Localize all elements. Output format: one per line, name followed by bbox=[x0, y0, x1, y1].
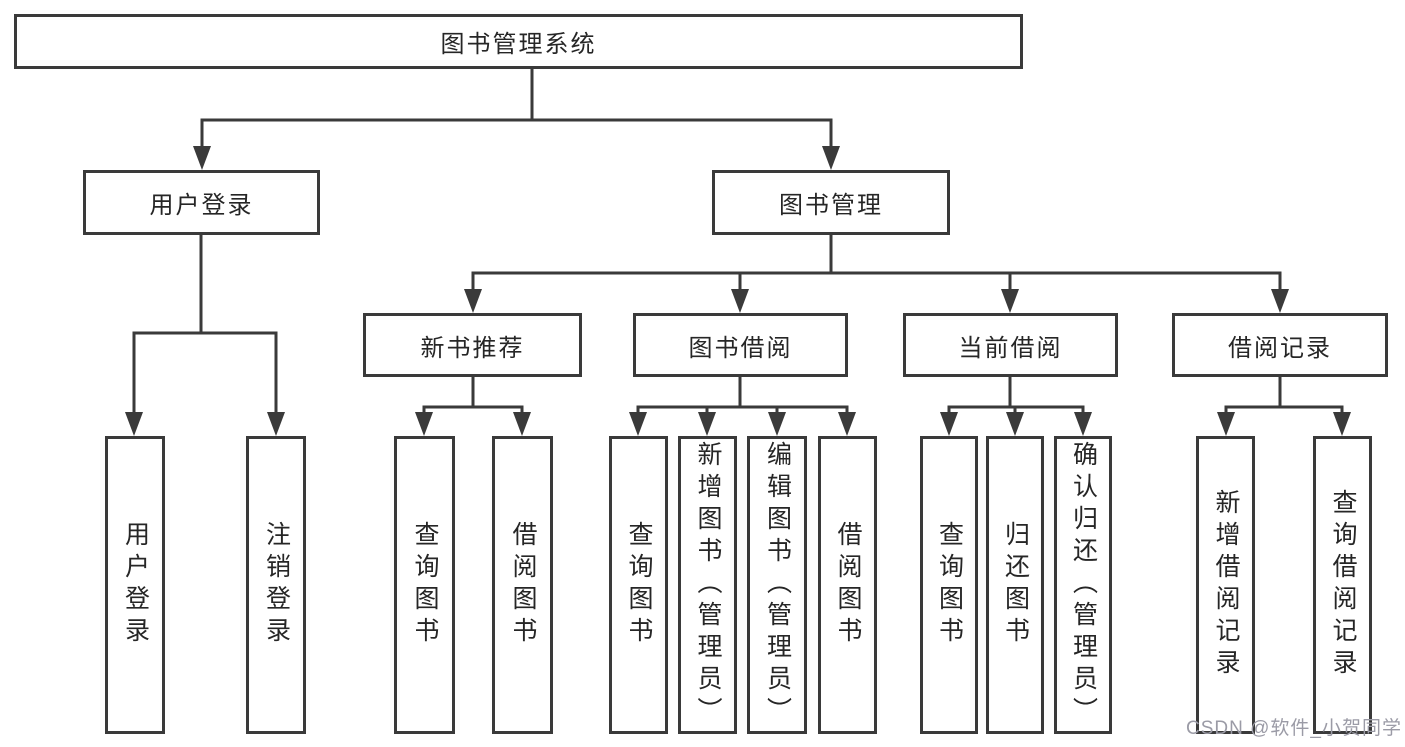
leaf-edit-books-admin: 编辑图书（管理员） bbox=[747, 436, 807, 734]
leaf-confirm-return-admin: 确认归还（管理员） bbox=[1054, 436, 1112, 734]
leaf-borrow-books-borrowing: 借阅图书 bbox=[818, 436, 877, 734]
node-borrowing-records: 借阅记录 bbox=[1172, 313, 1388, 377]
leaf-search-borrow-record: 查询借阅记录 bbox=[1313, 436, 1372, 734]
node-user-login: 用户登录 bbox=[83, 170, 320, 235]
node-book-management: 图书管理 bbox=[712, 170, 950, 235]
node-current-borrowing: 当前借阅 bbox=[903, 313, 1118, 377]
leaf-search-books-borrowing: 查询图书 bbox=[609, 436, 668, 734]
leaf-search-books-current: 查询图书 bbox=[920, 436, 978, 734]
leaf-search-books-recommend: 查询图书 bbox=[394, 436, 455, 734]
node-new-book-recommend: 新书推荐 bbox=[363, 313, 582, 377]
node-book-borrowing: 图书借阅 bbox=[633, 313, 848, 377]
leaf-user-login: 用户登录 bbox=[105, 436, 165, 734]
leaf-add-books-admin: 新增图书（管理员） bbox=[678, 436, 737, 734]
leaf-return-books: 归还图书 bbox=[986, 436, 1044, 734]
leaf-borrow-books-recommend: 借阅图书 bbox=[492, 436, 553, 734]
watermark: CSDN @软件_小贺同学 bbox=[1186, 718, 1402, 739]
node-root-library-system: 图书管理系统 bbox=[14, 14, 1023, 69]
leaf-logout: 注销登录 bbox=[246, 436, 306, 734]
leaf-add-borrow-record: 新增借阅记录 bbox=[1196, 436, 1255, 734]
